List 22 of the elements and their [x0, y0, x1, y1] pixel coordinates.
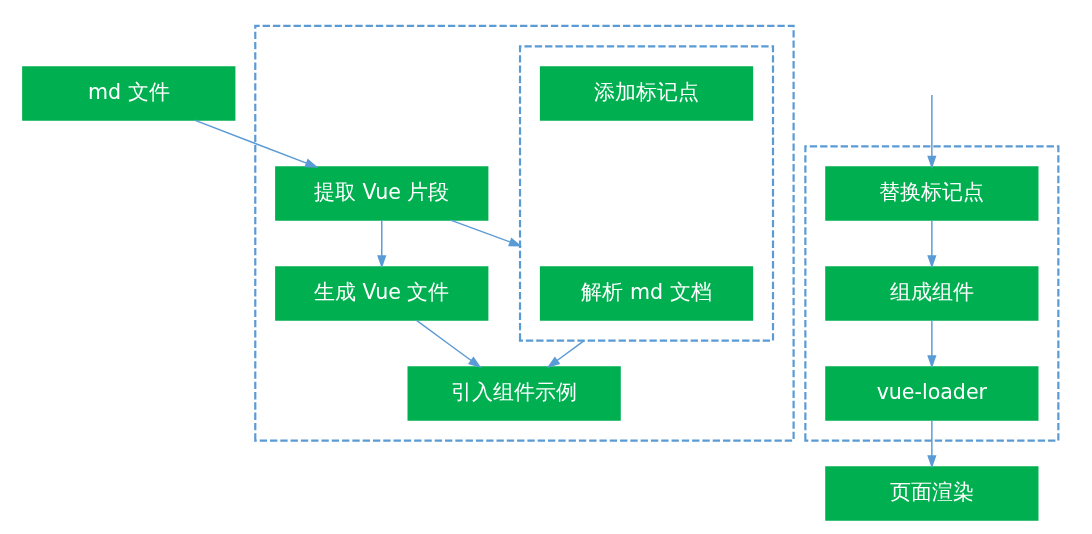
arrow	[546, 339, 585, 368]
node-box: 页面渲染	[824, 466, 1038, 521]
node-box: 添加标记点	[539, 66, 753, 121]
cluster	[518, 45, 774, 342]
arrow	[926, 419, 936, 469]
cluster	[253, 24, 795, 442]
node-box: vue-loader	[824, 366, 1038, 421]
arrow	[449, 219, 522, 247]
node-box: md 文件	[21, 66, 235, 121]
arrow	[926, 94, 936, 169]
node-box: 组成组件	[824, 266, 1038, 321]
node-box: 引入组件示例	[407, 366, 621, 421]
arrow	[193, 119, 318, 168]
cluster	[803, 145, 1059, 442]
arrow	[926, 319, 936, 369]
node-box: 替换标记点	[824, 166, 1038, 221]
arrow	[926, 219, 936, 269]
node-box: 解析 md 文档	[539, 266, 753, 321]
arrow	[415, 319, 481, 368]
node-box: 提取 Vue 片段	[274, 166, 488, 221]
arrow	[376, 219, 386, 269]
node-box: 生成 Vue 文件	[274, 266, 488, 321]
